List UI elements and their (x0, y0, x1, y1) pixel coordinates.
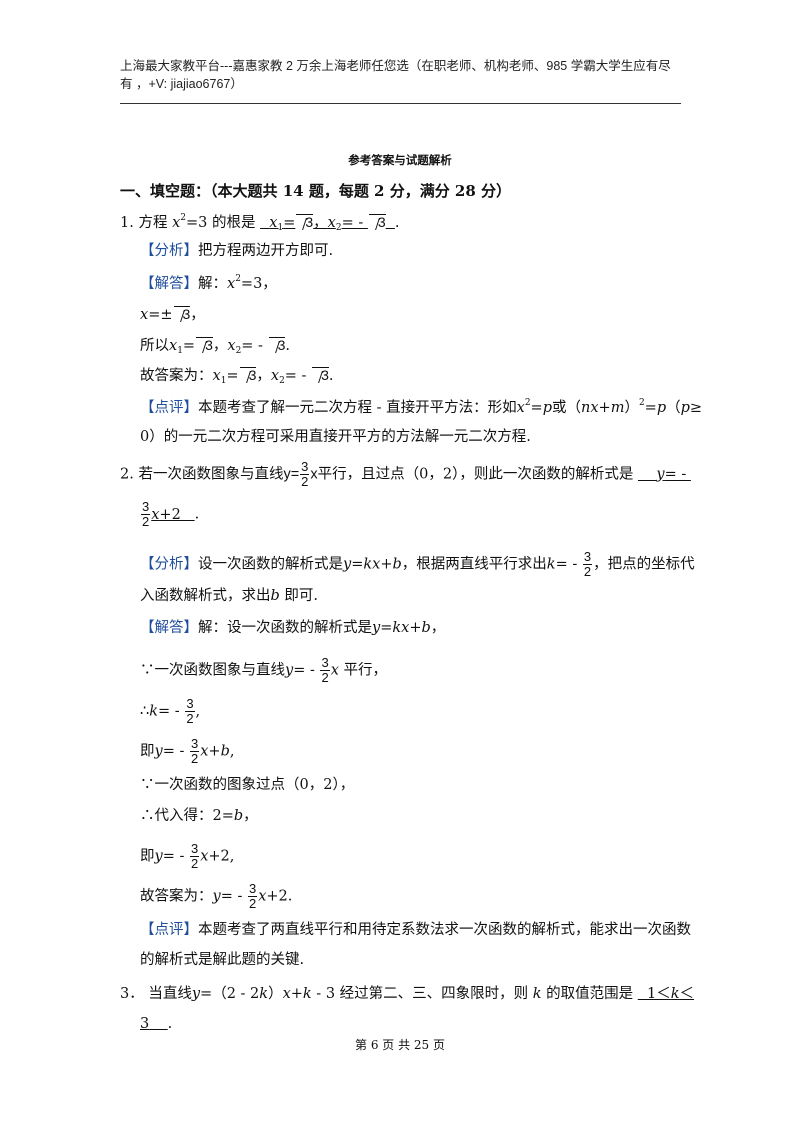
q2-answer-line-5: ∵一次函数的图象过点（0，2）， (140, 777, 355, 793)
q1-number: 1. (120, 215, 134, 231)
analysis-tag: 【分析】 (140, 243, 198, 259)
q2-comment-line-2: 的解析式是解此题的关键. (140, 952, 305, 968)
q1-answer-line-2: x=±3， (140, 306, 205, 323)
q2-number: 2. (120, 466, 134, 483)
section-heading: 一、填空题：（本大题共 14 题，每题 2 分，满分 28 分） (120, 182, 512, 200)
header-line-1: 上海最大家教平台---嘉惠家教 2 万余上海老师任您选（在职老师、机构老师、98… (120, 59, 671, 73)
document-title: 参考答案与试题解析 (348, 153, 452, 167)
q1-comment-line-2: 0）的一元二次方程可采用直接开平方的方法解一元二次方程. (140, 429, 531, 445)
comment-tag: 【点评】 (140, 400, 198, 416)
q1-answer-line-4: 故答案为：x1=3，x2= - 3. (140, 367, 334, 386)
answer-tag: 【解答】 (140, 276, 198, 292)
header-divider (120, 103, 681, 104)
q3-answer-blank: 3 . (140, 1016, 173, 1032)
q1-answer-line-3: 所以x1=3，x2= - 3. (140, 337, 290, 356)
q1-answer-blank: x1=3，x2= - 3 (269, 214, 386, 233)
q1-analysis: 【分析】把方程两边开方即可. (140, 243, 334, 259)
q2-answer-line-1: 【解答】解：设一次函数的解析式是y=kx+b， (140, 620, 446, 636)
q1-answer-line-1: 【解答】解：x2=3， (140, 274, 277, 293)
page-footer: 第 6 页 共 25 页 (355, 1038, 445, 1052)
page-header: 上海最大家教平台---嘉惠家教 2 万余上海老师任您选（在职老师、机构老师、98… (120, 57, 680, 93)
q2-answer-line-6: ∴代入得：2=b， (140, 808, 258, 824)
q3-number: 3． (120, 986, 144, 1002)
q1-stem: 1. 方程 x2=3 的根是 x1=3，x2= - 3 . (120, 213, 400, 233)
q3-stem: 3． 当直线y=（2 - 2k）x+k - 3 经过第二、三、四象限时，则 k … (120, 986, 695, 1002)
header-line-2: 有 ，+V: jiajiao6767） (120, 77, 243, 91)
q2-comment-line-1: 【点评】本题考查了两直线平行和用待定系数法求一次函数的解析式，能求出一次函数 (140, 922, 691, 938)
q1-comment-line-1: 【点评】本题考查了解一元二次方程 - 直接开平方法：形如x2=p或（nx+m）2… (140, 398, 703, 417)
q2-analysis-line-2: 入函数解析式，求出b 即可. (140, 588, 319, 604)
